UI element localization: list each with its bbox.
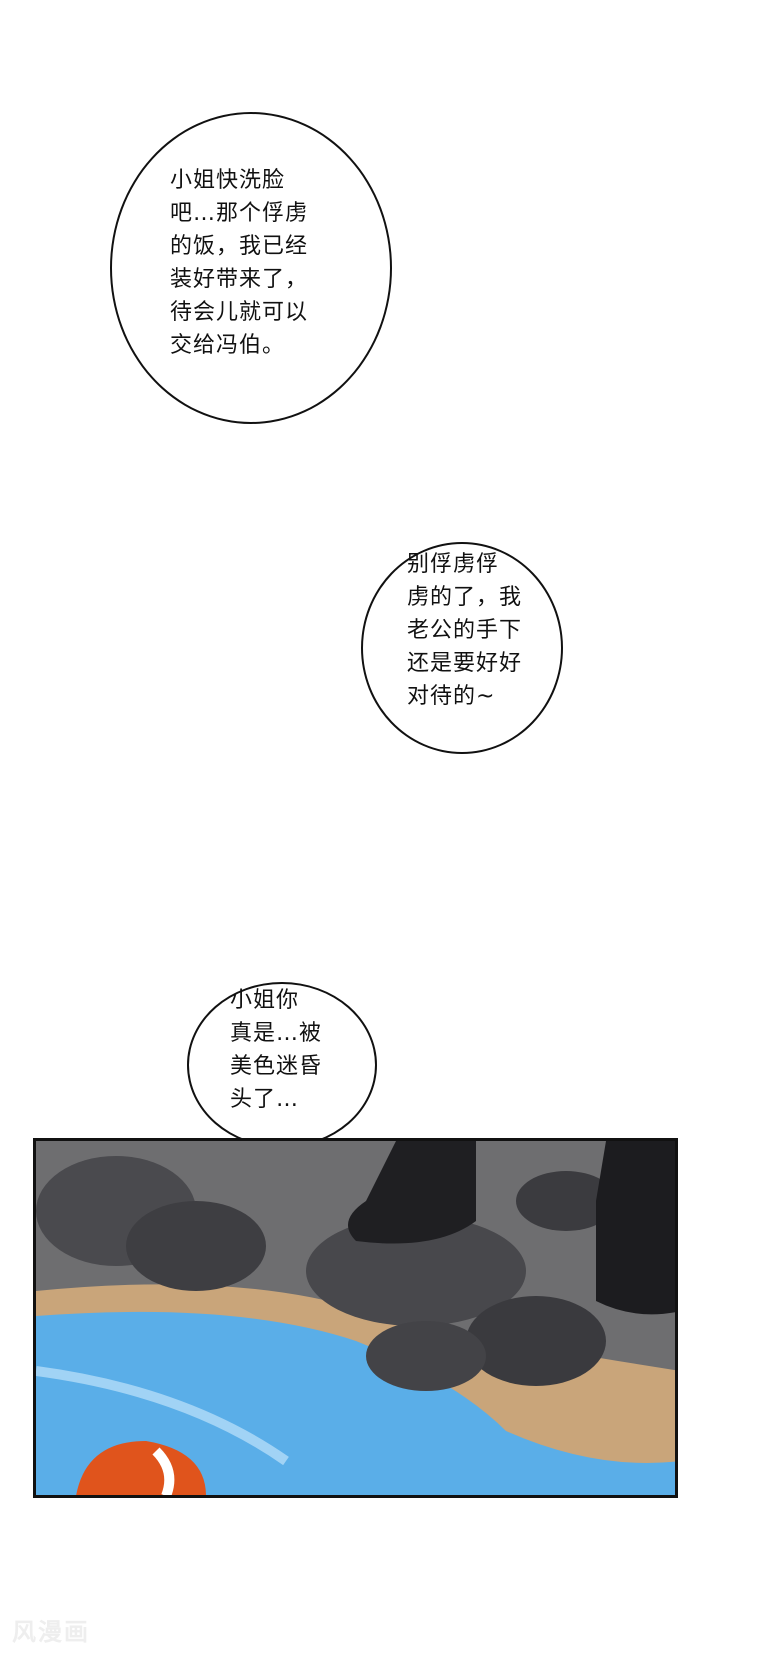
speech-line: 吧…那个俘虏 bbox=[170, 201, 309, 226]
rock bbox=[306, 1216, 526, 1326]
speech-text-3: 小姐你 真是…被 美色迷昏 头了… bbox=[230, 984, 322, 1116]
boot bbox=[348, 1141, 476, 1244]
speech-line: 头了… bbox=[230, 1087, 300, 1112]
speech-line: 小姐你 bbox=[230, 988, 300, 1013]
comic-panel-pond bbox=[33, 1138, 678, 1498]
koi-fish-pattern bbox=[152, 1447, 175, 1495]
boot bbox=[596, 1141, 675, 1315]
speech-line: 的饭，我已经 bbox=[170, 234, 309, 259]
pond-illustration bbox=[36, 1141, 675, 1495]
speech-line: 别俘虏俘 bbox=[407, 552, 500, 577]
watermark: 风漫画 bbox=[12, 1618, 90, 1646]
speech-bubble-1 bbox=[110, 112, 392, 424]
rock bbox=[366, 1321, 486, 1391]
rock bbox=[516, 1171, 616, 1231]
rock bbox=[466, 1296, 606, 1386]
speech-line: 对待的~ bbox=[407, 684, 496, 709]
speech-line: 小姐快洗脸 bbox=[170, 168, 286, 193]
speech-text-1: 小姐快洗脸 吧…那个俘虏 的饭，我已经 装好带来了， 待会儿就可以 交给冯伯。 bbox=[170, 164, 308, 362]
speech-line: 交给冯伯。 bbox=[170, 333, 286, 358]
speech-line: 还是要好好 bbox=[407, 651, 523, 676]
speech-line: 老公的手下 bbox=[407, 618, 523, 643]
pond-water bbox=[36, 1311, 675, 1495]
speech-line: 美色迷昏 bbox=[230, 1054, 323, 1079]
speech-text-2: 别俘虏俘 虏的了，我 老公的手下 还是要好好 对待的~ bbox=[407, 548, 522, 713]
speech-line: 待会儿就可以 bbox=[170, 300, 309, 325]
speech-line: 装好带来了， bbox=[170, 267, 309, 292]
water-ripple bbox=[36, 1366, 289, 1466]
speech-bubble-2 bbox=[361, 542, 563, 754]
speech-line: 真是…被 bbox=[230, 1021, 323, 1046]
rock bbox=[126, 1201, 266, 1291]
speech-line: 虏的了，我 bbox=[407, 585, 523, 610]
